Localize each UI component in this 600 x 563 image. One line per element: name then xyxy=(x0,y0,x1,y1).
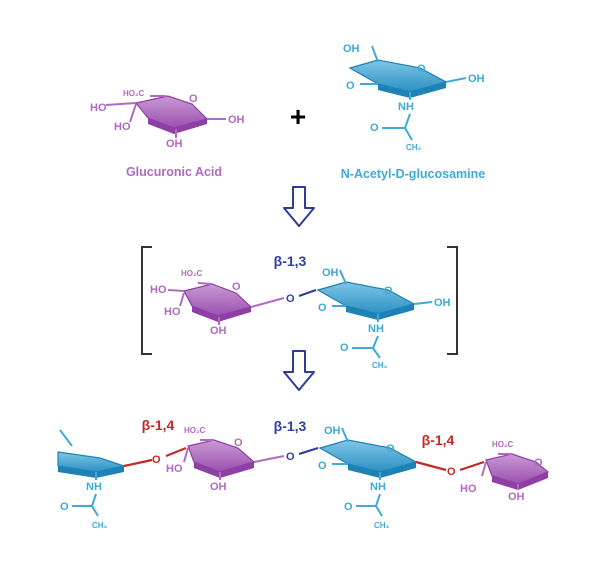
carboxyl-label: HO₂C xyxy=(181,269,203,278)
hydroxyl-label: OH xyxy=(324,425,341,437)
hydroxyl-label: HO xyxy=(166,463,183,475)
plus-sign: + xyxy=(290,101,306,132)
ring-oxygen-label: O xyxy=(386,443,395,455)
hydroxyl-label: OH xyxy=(468,73,485,85)
hydroxyl-label: HO xyxy=(114,121,131,133)
acetyl-oxygen-label: O xyxy=(60,501,69,513)
hydroxyl-label: OH xyxy=(343,43,360,55)
hydroxyl-label: HO xyxy=(164,306,181,318)
ring-oxygen-label: O xyxy=(234,437,243,449)
n-acetyl-glucosamine-name: N-Acetyl-D-glucosamine xyxy=(341,167,486,181)
hydroxyl-label: OH xyxy=(210,325,227,337)
glucuronic-acid-name: Glucuronic Acid xyxy=(126,165,222,179)
linkage-label-beta-1-4: β-1,4 xyxy=(142,417,175,433)
linkage-label-beta-1-3: β-1,3 xyxy=(274,418,307,434)
nh-label: NH xyxy=(368,323,384,335)
glycosidic-oxygen-label: O xyxy=(286,451,295,463)
hyaluronan-polymer-chain: NH O CH₃ O β-1,4 HO₂C O HO OH O β-1,3 xyxy=(57,417,550,530)
methyl-label: CH₃ xyxy=(92,521,108,530)
nh-label: NH xyxy=(370,481,386,493)
glycosidic-oxygen-label: O xyxy=(286,293,295,305)
hydroxyl-label: HO xyxy=(150,284,167,296)
left-bracket xyxy=(141,246,152,355)
linkage-label-beta-1-4: β-1,4 xyxy=(422,432,455,448)
hydroxyl-label: OH xyxy=(166,138,183,150)
hydroxyl-label: OH xyxy=(434,297,451,309)
n-acetyl-glucosamine-structure: OH O OH O NH O CH₃ xyxy=(343,43,485,152)
right-bracket xyxy=(447,246,458,355)
methyl-label: CH₃ xyxy=(406,143,422,152)
linkage-label-beta-1-3: β-1,3 xyxy=(274,253,307,269)
nh-label: NH xyxy=(86,481,102,493)
glucuronic-acid-structure: HO₂C O HO HO OH OH xyxy=(90,89,245,150)
carboxyl-label: HO₂C xyxy=(123,89,145,98)
acetyl-oxygen-label: O xyxy=(344,501,353,513)
glycosidic-oxygen-label: O xyxy=(152,454,161,466)
polymerization-arrow-down-icon xyxy=(283,350,315,391)
nh-label: NH xyxy=(398,101,414,113)
hydroxyl-label: HO xyxy=(460,483,477,495)
ring-oxygen-label: O xyxy=(534,457,543,469)
ring-oxygen-label: O xyxy=(232,281,241,293)
ring-oxygen-label: O xyxy=(189,93,198,105)
hydroxyl-label: OH xyxy=(508,491,525,503)
hydroxyl-label: HO xyxy=(90,102,107,114)
carboxyl-label: HO₂C xyxy=(184,426,206,435)
carboxyl-label: HO₂C xyxy=(492,440,514,449)
acetyl-oxygen-label: O xyxy=(340,342,349,354)
acetyl-oxygen-label: O xyxy=(370,122,379,134)
ring-oxygen-label: O xyxy=(417,63,426,75)
ring-oxygen-label: O xyxy=(384,285,393,297)
oxygen-label: O xyxy=(318,302,327,314)
hydroxyl-label: OH xyxy=(322,267,339,279)
hydroxyl-label: OH xyxy=(210,481,227,493)
oxygen-label: O xyxy=(318,460,327,472)
methyl-label: CH₃ xyxy=(372,361,388,370)
hydroxyl-label: OH xyxy=(228,114,245,126)
methyl-label: CH₃ xyxy=(374,521,390,530)
oxygen-label: O xyxy=(346,80,355,92)
reaction-arrow-down-icon xyxy=(283,186,315,227)
disaccharide-repeat-unit: HO₂C O HO HO OH O β-1,3 OH O OH O NH xyxy=(141,246,458,370)
glycosidic-oxygen-label: O xyxy=(447,466,456,478)
